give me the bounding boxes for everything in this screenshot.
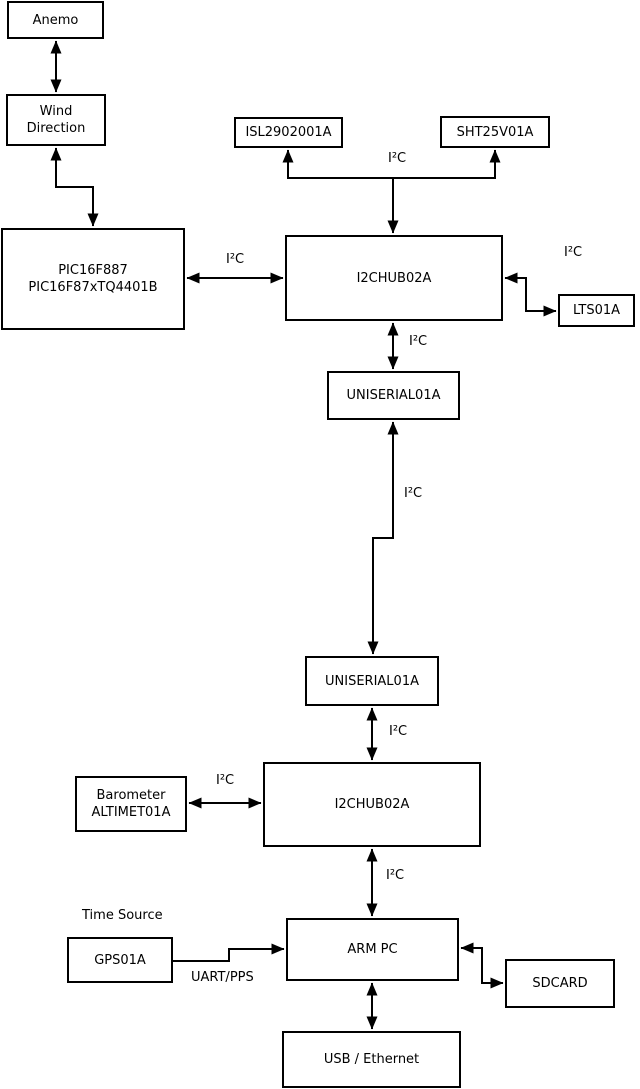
node-anemo: Anemo (7, 1, 104, 39)
node-sdcard: SDCARD (505, 959, 615, 1008)
node-barometer-altimet01a: Barometer ALTIMET01A (75, 776, 187, 832)
connector-gps-armpc (173, 943, 285, 962)
node-arm-pc: ARM PC (286, 918, 459, 981)
edge-label-uart-pps: UART/PPS (191, 970, 254, 985)
connector-uniserial1-uniserial2 (367, 421, 399, 655)
edge-label-i2c-hub1-lts: I²C (564, 245, 583, 260)
node-usb-ethernet: USB / Ethernet (282, 1031, 461, 1088)
node-gps01a-label: GPS01A (94, 952, 146, 968)
node-lts01a-label: LTS01A (572, 303, 621, 318)
connector-hub1-lts (504, 272, 557, 317)
node-isl2902001a: ISL2902001A (234, 117, 343, 148)
node-lts01a: LTS01A (558, 294, 635, 327)
node-anemo-label: Anemo (32, 12, 79, 28)
node-wind-direction: Wind Direction (6, 94, 106, 146)
node-uniserial01a-2: UNISERIAL01A (305, 656, 439, 706)
node-gps01a: GPS01A (67, 937, 173, 983)
node-usb-ethernet-label: USB / Ethernet (323, 1052, 420, 1067)
edge-label-i2c-uniserial-link: I²C (404, 486, 423, 501)
node-pic16f887: PIC16F887 PIC16F87xTQ4401B (1, 228, 185, 330)
edge-label-i2c-hub1-uniserial1: I²C (409, 334, 428, 349)
node-wind-direction-label: Wind Direction (26, 104, 86, 136)
connector-wind-pic (50, 147, 99, 227)
node-uniserial01a-1-label: UNISERIAL01A (346, 388, 441, 403)
connector-armpc-sdcard (460, 942, 504, 989)
node-uniserial01a-1: UNISERIAL01A (327, 371, 460, 420)
node-sht25v01a: SHT25V01A (440, 116, 550, 148)
node-sdcard-label: SDCARD (532, 976, 588, 991)
node-i2chub02a-2: I2CHUB02A (263, 762, 481, 847)
node-pic16f887-label: PIC16F887 PIC16F87xTQ4401B (28, 263, 158, 295)
node-isl2902001a-label: ISL2902001A (245, 125, 332, 140)
node-uniserial01a-2-label: UNISERIAL01A (325, 673, 419, 689)
node-sht25v01a-label: SHT25V01A (456, 124, 534, 140)
caption-time-source: Time Source (82, 908, 163, 923)
edge-label-i2c-pic-hub1: I²C (226, 252, 245, 267)
node-i2chub02a-1-label: I2CHUB02A (356, 270, 432, 286)
edge-label-i2c-barometer-hub2: I²C (216, 773, 235, 788)
node-barometer-altimet01a-label: Barometer ALTIMET01A (91, 788, 171, 820)
connector-isl-sht-bus (282, 149, 501, 179)
node-i2chub02a-1: I2CHUB02A (285, 235, 503, 321)
edge-label-i2c-bus-top: I²C (388, 151, 407, 166)
node-i2chub02a-2-label: I2CHUB02A (334, 797, 410, 812)
node-arm-pc-label: ARM PC (347, 942, 398, 957)
edge-label-i2c-uniserial2-hub2: I²C (389, 724, 408, 739)
edge-label-i2c-hub2-armpc: I²C (386, 868, 405, 883)
